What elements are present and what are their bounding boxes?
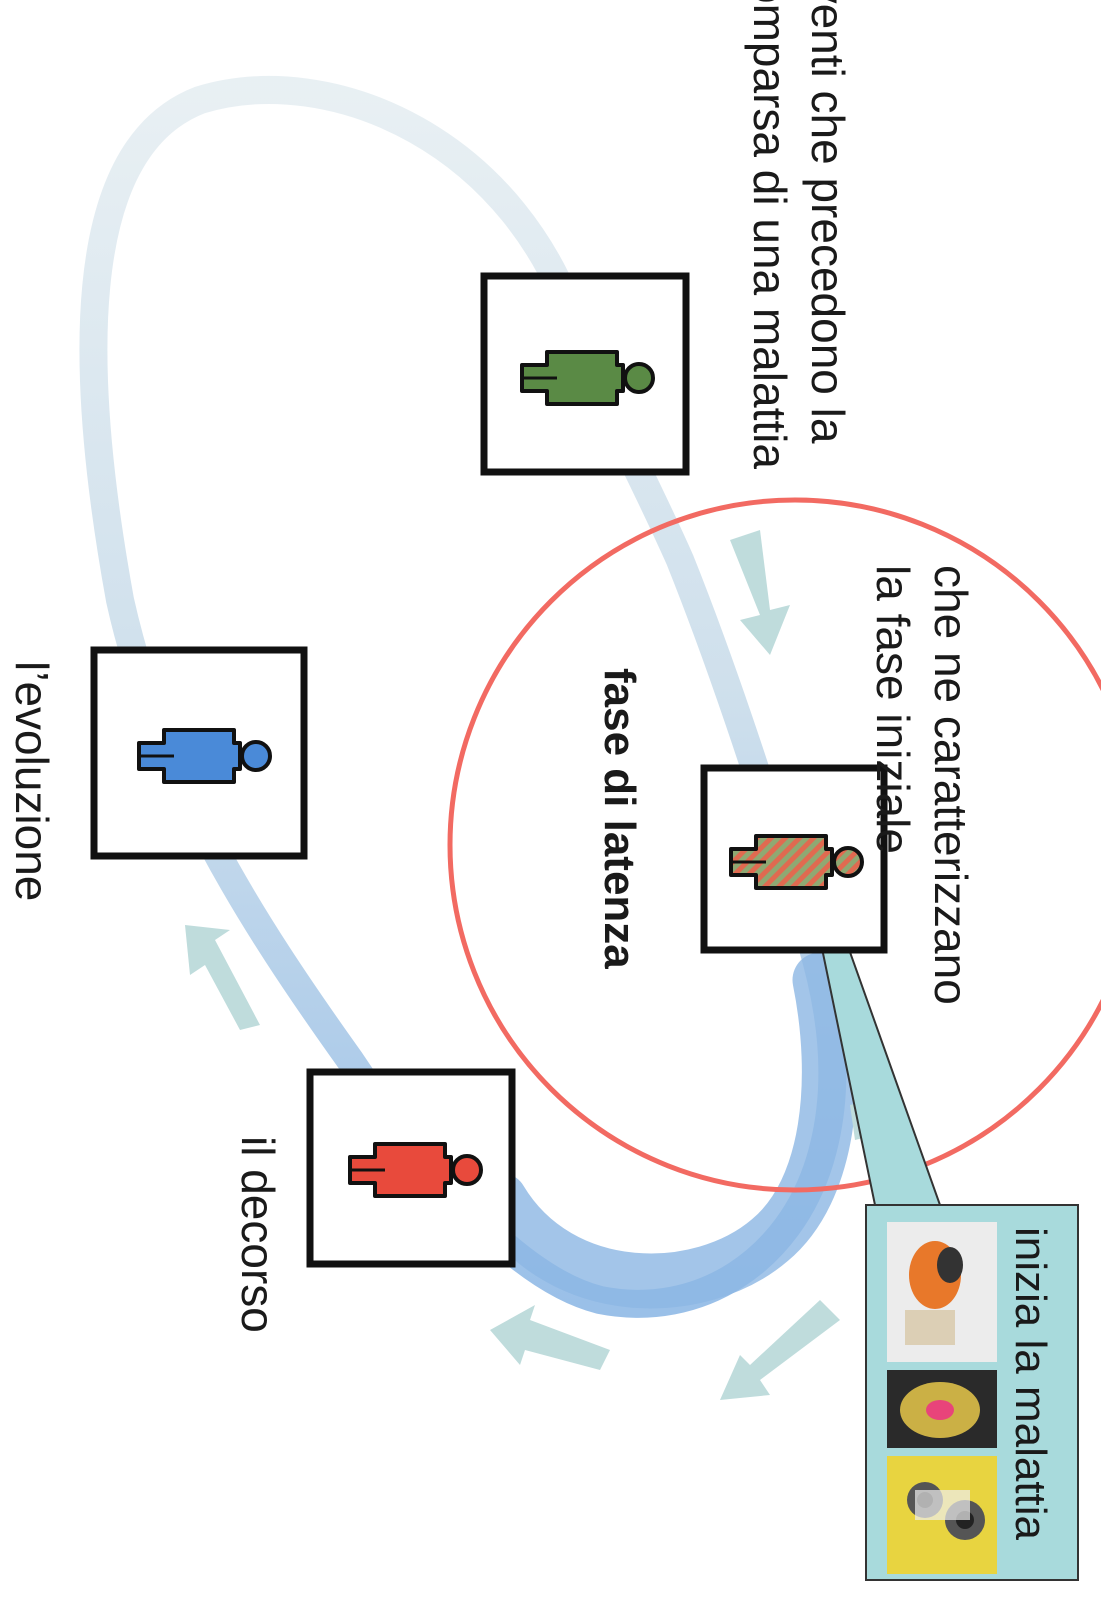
stage-box-healthy: [484, 276, 686, 472]
callout-label: inizia la malattia: [1001, 1227, 1059, 1577]
label-evoluzione: l’evoluzione: [3, 661, 61, 901]
label-eventi: eventi che precedono la comparsa di una …: [741, 0, 857, 605]
arrow-2: [720, 1300, 840, 1400]
stage-box-course: [310, 1072, 512, 1264]
label-latenza: fase di latenza: [592, 668, 648, 1088]
stage-box-latent: [704, 768, 884, 950]
label-decorso: il decorso: [229, 1136, 287, 1386]
label-caratterizzano: che ne caratterizzano la fase iniziale: [870, 565, 980, 1095]
arrow-4: [185, 925, 260, 1030]
arrow-3: [490, 1305, 610, 1370]
cycle-band-thick: [500, 980, 829, 1281]
stage-box-evolution: [94, 650, 304, 856]
